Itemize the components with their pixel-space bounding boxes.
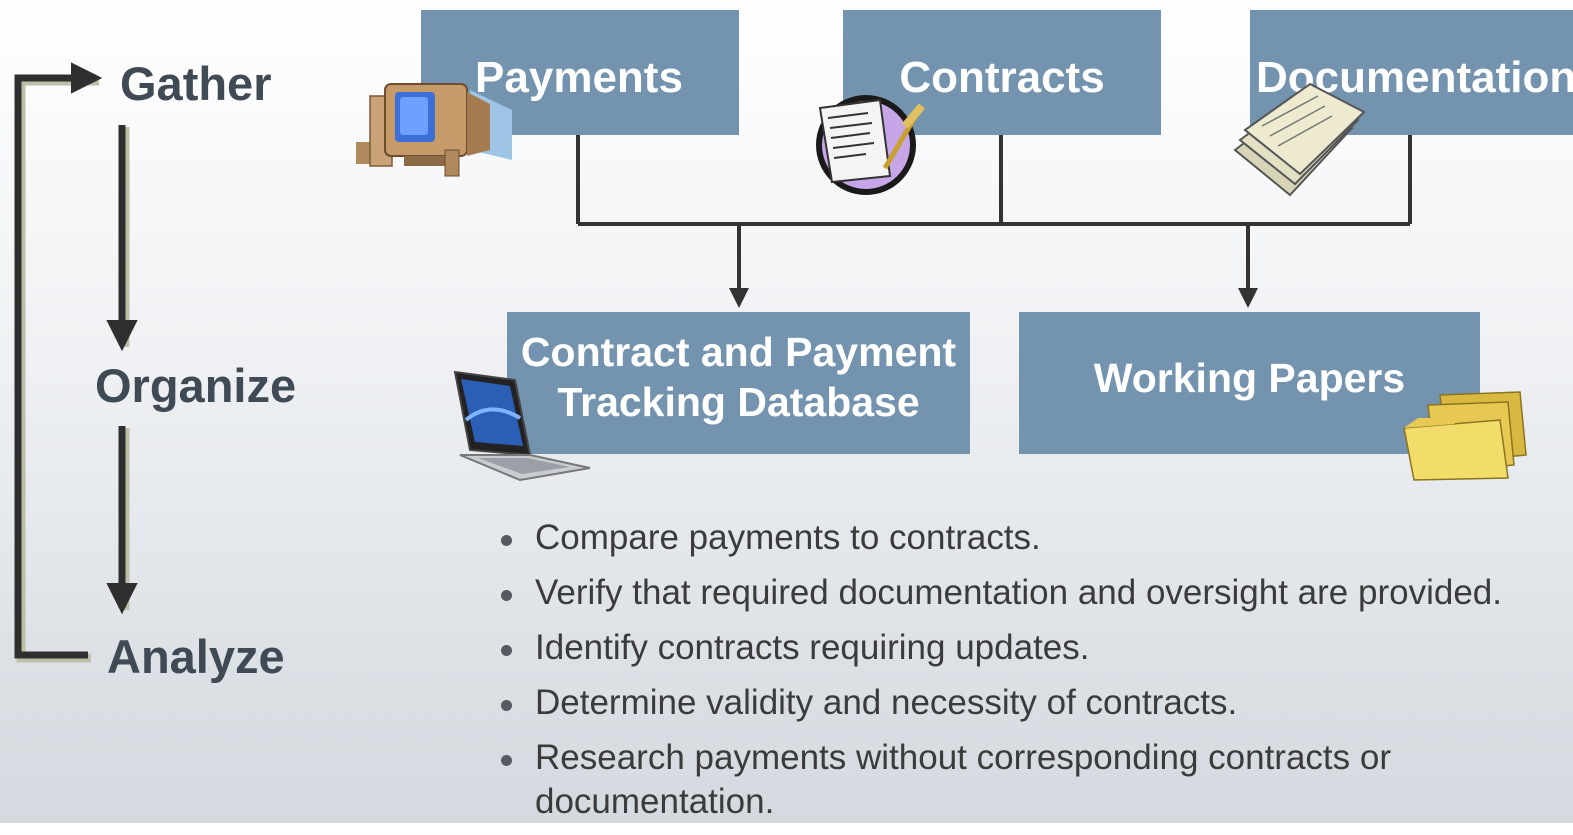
working-papers-box: Working Papers [1019,312,1480,454]
contracts-label: Contracts [899,53,1105,102]
list-item: Identify contracts requiring updates. [497,626,1567,670]
database-label: Contract and Payment Tracking Database [520,329,957,425]
cycle-loop-arrow [14,62,103,663]
stage-gather: Gather [120,57,272,110]
findings-list: Compare payments to contracts. Verify th… [497,516,1567,835]
laptop-icon [453,370,591,482]
contracts-box: Contracts [843,10,1161,135]
list-item: Verify that required documentation and o… [497,571,1567,615]
stage-organize: Organize [95,359,297,412]
paper-stack-icon [1233,82,1366,197]
working-papers-label: Working Papers [1093,355,1406,401]
database-box: Contract and Payment Tracking Database [507,312,970,454]
stage-analyze: Analyze [107,630,285,683]
payments-label: Payments [475,53,683,102]
list-item: Determine validity and necessity of cont… [497,681,1567,725]
folders-icon [1403,391,1527,481]
list-item: Research payments without corresponding … [497,736,1495,824]
organize-to-analyze-arrow [106,426,138,615]
desktop-computer-icon [356,83,512,177]
contract-scroll-icon [816,95,926,195]
gather-to-organize-arrow [106,125,138,352]
list-item: Compare payments to contracts. [497,516,1567,560]
source-connector-tree [576,135,1412,308]
